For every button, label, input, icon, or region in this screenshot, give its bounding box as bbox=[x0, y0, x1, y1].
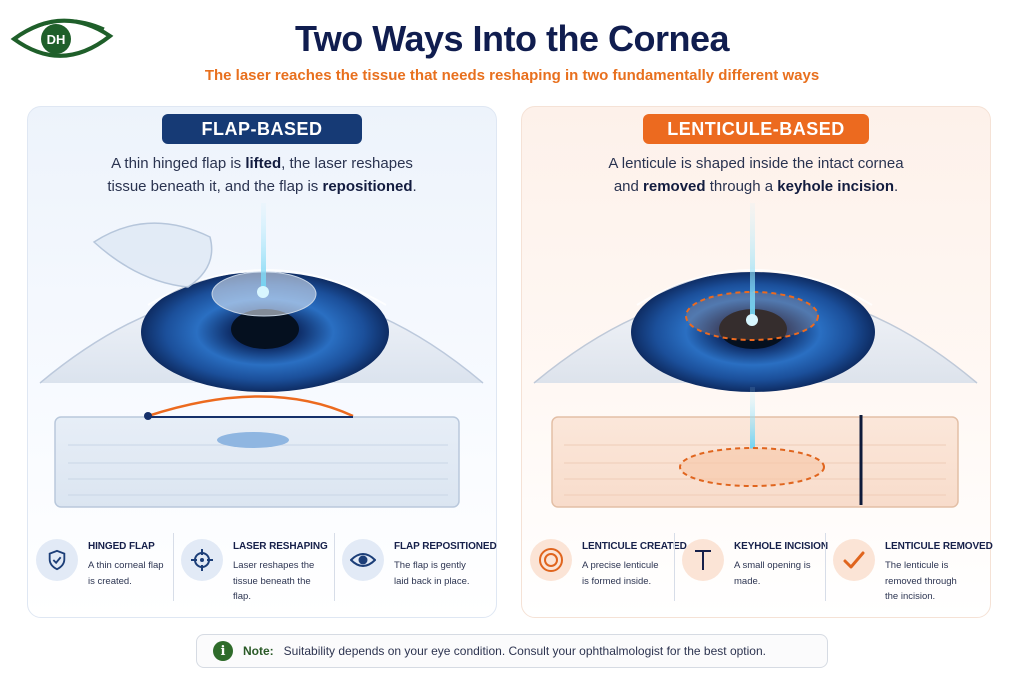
checkmark-icon bbox=[833, 539, 875, 581]
note-label: Note: bbox=[243, 644, 274, 658]
note-text: Suitability depends on your eye conditio… bbox=[283, 644, 766, 658]
eye-logo-icon: DH bbox=[10, 18, 114, 58]
crosshair-icon bbox=[181, 539, 223, 581]
lenticule-description: A lenticule is shaped inside the intact … bbox=[608, 155, 904, 195]
logo-text: DH bbox=[47, 32, 66, 47]
flap-based-panel: FLAP-BASED A thin hinged flap is lifted,… bbox=[27, 106, 497, 618]
lenticule-based-badge: LENTICULE-BASED bbox=[643, 114, 869, 144]
shield-check-icon bbox=[36, 539, 78, 581]
info-icon: i bbox=[213, 641, 233, 661]
note-banner: i Note: Suitability depends on your eye … bbox=[196, 634, 828, 668]
flap-illustration bbox=[39, 203, 484, 508]
flap-description: A thin hinged flap is lifted, the laser … bbox=[107, 155, 417, 195]
lenticule-illustration bbox=[533, 203, 978, 508]
eye-icon bbox=[342, 539, 384, 581]
lenticule-based-panel: LENTICULE-BASED A lenticule is shaped in… bbox=[521, 106, 993, 618]
concentric-circle-icon bbox=[530, 539, 572, 581]
page-subtitle: The laser reaches the tissue that needs … bbox=[204, 67, 820, 84]
flap-based-badge: FLAP-BASED bbox=[162, 114, 362, 144]
page-title: Two Ways Into the Cornea bbox=[294, 18, 730, 59]
t-incision-icon bbox=[682, 539, 724, 581]
